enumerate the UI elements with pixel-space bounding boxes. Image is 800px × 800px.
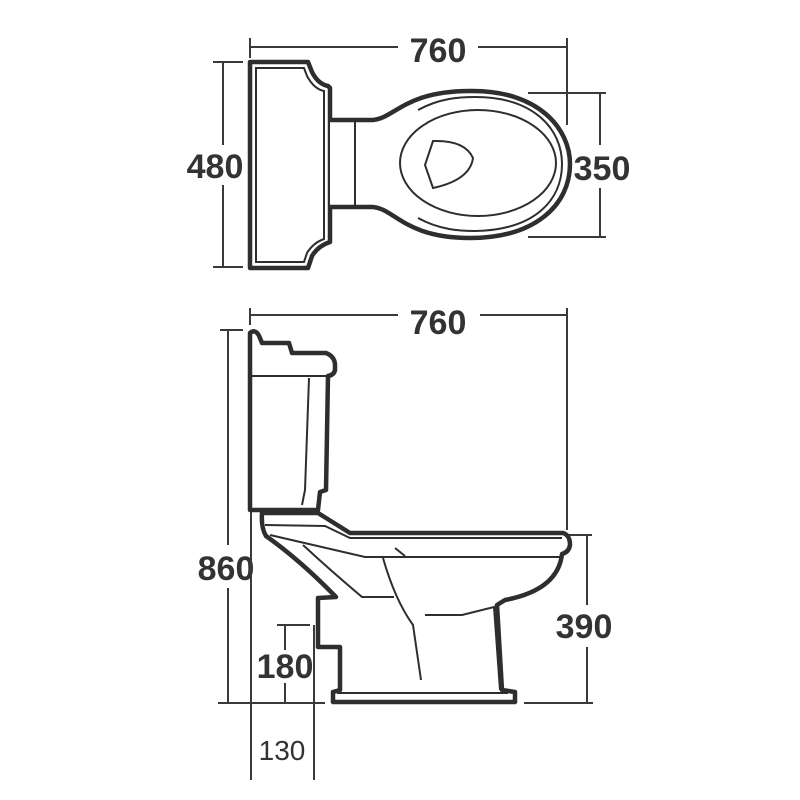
top-length-dimension: 760	[249, 32, 568, 125]
top-length-label: 760	[410, 32, 467, 70]
side-length-label: 760	[410, 304, 467, 342]
outlet-height-label: 180	[257, 648, 314, 686]
pan-side-outline	[259, 510, 573, 705]
side-length-dimension: 760	[249, 304, 568, 530]
top-width-label: 480	[187, 148, 244, 186]
top-width-dimension: 480	[187, 61, 244, 268]
top-view: 760 480 350	[187, 32, 631, 271]
outlet-height-dimension: 180	[257, 624, 314, 703]
bowl-top-outline	[330, 88, 573, 241]
seat-height-label: 390	[556, 608, 613, 646]
tank-top-outline	[247, 59, 333, 271]
height-dimension: 860	[198, 329, 325, 704]
height-label: 860	[198, 550, 255, 588]
outlet-setback-dimension: 130	[250, 510, 315, 780]
seat-lid-icon	[423, 139, 475, 190]
cistern-side-outline	[247, 329, 338, 513]
outlet-setback-label: 130	[259, 735, 306, 766]
bowl-width-dimension: 350	[528, 92, 631, 238]
bowl-width-label: 350	[574, 150, 631, 188]
side-view: 760 860 390 180 130	[198, 304, 613, 780]
seat-height-dimension: 390	[524, 534, 613, 704]
